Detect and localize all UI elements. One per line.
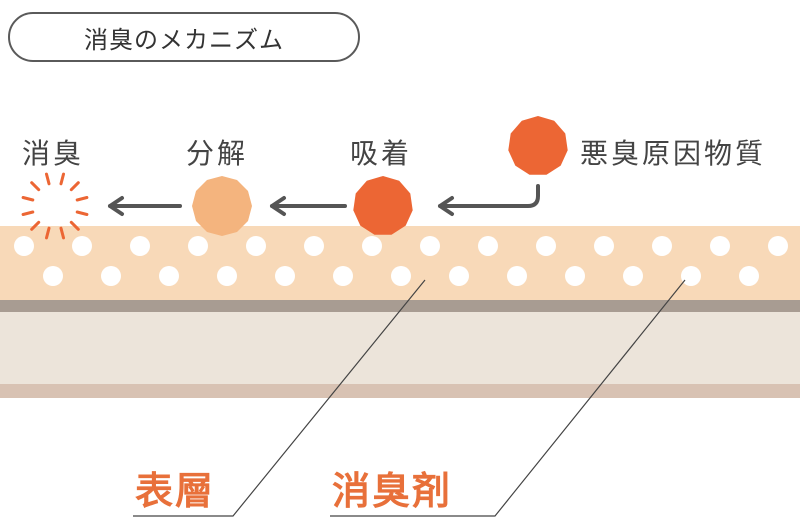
deodorant-particle <box>14 236 34 256</box>
deodorized-burst <box>21 172 89 240</box>
deodorant-particle <box>768 236 788 256</box>
deodorant-particle <box>101 266 121 286</box>
arrowhead-decompose <box>270 196 286 216</box>
burst-ray <box>75 196 89 202</box>
base-layer <box>0 312 800 384</box>
deodorant-particles <box>14 236 788 286</box>
burst-ray <box>45 172 51 186</box>
deodorant-particle <box>246 236 266 256</box>
surface-layer <box>0 226 800 300</box>
deodorant-particle <box>449 266 469 286</box>
title-pill: 消臭のメカニズム <box>8 12 360 62</box>
deodorant-particle <box>304 236 324 256</box>
deodorant-particle <box>130 236 150 256</box>
burst-ray <box>69 220 80 231</box>
base-bottom-edge <box>0 384 800 398</box>
label-deodorant-agent: 消臭剤 <box>332 469 453 513</box>
deodorant-particle <box>391 266 411 286</box>
deodorant-particle <box>710 236 730 256</box>
arrow-source-to-adsorb <box>438 184 540 208</box>
deodorant-particle <box>739 266 759 286</box>
burst-ray <box>21 196 35 202</box>
deodorant-particle <box>623 266 643 286</box>
odor-particle-source <box>508 116 568 175</box>
burst-ray <box>75 210 89 216</box>
deodorant-particle <box>652 236 672 256</box>
deodorant-particle <box>507 266 527 286</box>
label-adsorb: 吸着 <box>350 137 413 170</box>
deodorant-particle <box>333 266 353 286</box>
deodorant-particle <box>217 266 237 286</box>
arrowhead-adsorb <box>438 196 454 216</box>
deodorant-particle <box>594 236 614 256</box>
deodorant-particle <box>188 236 208 256</box>
decomposed-particle <box>192 176 252 236</box>
label-deodorize: 消臭 <box>22 137 85 170</box>
deodorant-particle <box>420 236 440 256</box>
deodorant-particle <box>681 266 701 286</box>
label-odor-source: 悪臭原因物質 <box>580 137 767 170</box>
agent-leader-line <box>330 279 686 517</box>
burst-ray <box>30 220 41 231</box>
deodorant-particle <box>43 266 63 286</box>
deodorant-particle <box>362 236 382 256</box>
odor-particle-adsorbed <box>353 176 413 235</box>
burst-ray <box>69 181 80 192</box>
deodorant-particle <box>478 236 498 256</box>
deodorant-particle <box>536 236 556 256</box>
burst-ray <box>59 172 65 186</box>
deodorant-particle <box>565 266 585 286</box>
layer-separator <box>0 300 800 312</box>
arrowhead-deodorize <box>108 196 124 216</box>
label-decompose: 分解 <box>186 137 249 170</box>
burst-ray <box>21 210 35 216</box>
burst-ray <box>59 226 65 240</box>
surface-leader-line <box>133 279 426 517</box>
diagram-title: 消臭のメカニズム <box>84 25 284 54</box>
burst-ray <box>45 226 51 240</box>
deodorant-particle <box>275 266 295 286</box>
label-surface-layer: 表層 <box>135 469 216 513</box>
burst-ray <box>30 181 41 192</box>
deodorant-particle <box>72 236 92 256</box>
deodorant-particle <box>159 266 179 286</box>
